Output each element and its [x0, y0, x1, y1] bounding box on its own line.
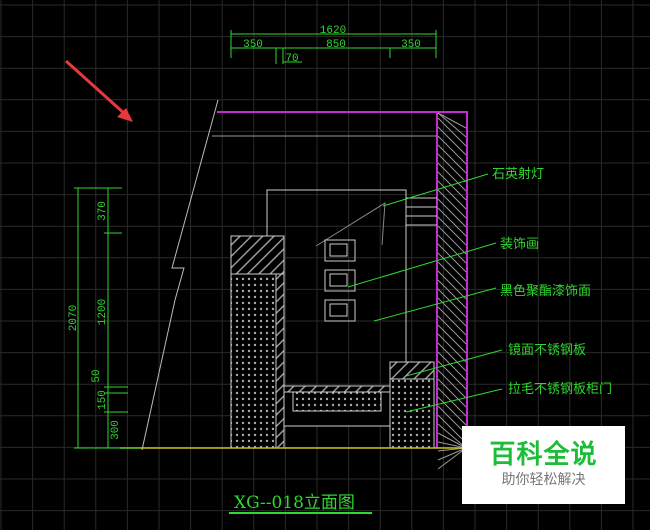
hatch-line [437, 447, 467, 470]
hatch-line [437, 243, 467, 273]
hatch-line [437, 333, 467, 363]
dim-850: 850 [326, 39, 346, 51]
hatch-line [437, 351, 467, 381]
hatch-line [437, 396, 467, 426]
dim-1620: 1620 [320, 25, 346, 37]
dim-350-left: 350 [243, 39, 263, 51]
hatch-line [437, 324, 467, 354]
hatch-line [437, 117, 467, 147]
hatch-line [437, 270, 467, 300]
hatch-line [437, 279, 467, 309]
left-cabinet [230, 235, 285, 449]
dim-50: 50 [91, 369, 103, 382]
hatch-line [437, 216, 467, 246]
hatch-line [437, 112, 467, 138]
hatch-line [437, 441, 467, 449]
hatch-line [437, 171, 467, 201]
hatch-line [437, 225, 467, 255]
hatch-line [437, 423, 467, 449]
hatch-line [437, 207, 467, 237]
label-brushed-steel-door: 拉毛不锈钢板柜门 [508, 382, 612, 397]
decorative-frame [324, 239, 356, 322]
hatch-line [437, 315, 467, 345]
label-black-polyester-finish: 黑色聚酯漆饰面 [500, 283, 591, 299]
hatch-line [437, 198, 467, 228]
break-line [141, 99, 219, 451]
label-decorative-painting: 装饰画 [500, 237, 539, 252]
side-dimensions [74, 187, 140, 449]
dim-150: 150 [97, 390, 109, 410]
hatch-line [437, 342, 467, 372]
hatch-line [437, 180, 467, 210]
label-mirror-steel: 镜面不锈钢板 [508, 343, 586, 358]
hatch-line [437, 369, 467, 399]
dim-350-right: 350 [401, 39, 421, 51]
hatch-line [437, 288, 467, 318]
hatch-line [437, 360, 467, 390]
hatch-line [437, 378, 467, 408]
bench [283, 385, 391, 427]
hatch-line [437, 306, 467, 336]
hatch-line [437, 447, 467, 461]
hatch-line [437, 144, 467, 174]
top-dimensions [230, 30, 437, 64]
right-cabinet [389, 361, 435, 449]
watermark-slogan: 助你轻松解决 [501, 472, 586, 488]
hatch-line [437, 126, 467, 156]
hatch-line [437, 405, 467, 435]
hatch-line [437, 234, 467, 264]
dim-2070: 2070 [68, 305, 80, 331]
dim-70: 70 [285, 53, 298, 65]
red-arrow-icon [64, 59, 133, 122]
dim-1200: 1200 [97, 299, 109, 325]
dim-370: 370 [97, 201, 109, 221]
label-quartz-spotlight: 石英射灯 [492, 166, 544, 182]
hatch-line [437, 261, 467, 291]
dim-300: 300 [110, 420, 122, 440]
watermark-brand: 百科全说 [489, 440, 598, 470]
hatch-line [437, 112, 467, 129]
hatch-line [437, 135, 467, 165]
hatch-line [437, 414, 467, 444]
hatch-line [437, 387, 467, 417]
leader-lines [347, 173, 503, 413]
hatch-line [437, 162, 467, 192]
hatch-line [437, 153, 467, 183]
niche [266, 189, 437, 362]
watermark: 百科全说 助你轻松解决 [462, 426, 625, 504]
drawing-title: XG--018立面图 [234, 493, 355, 513]
hatch-line [437, 432, 467, 449]
hatch-line [437, 189, 467, 219]
hatch-line [437, 252, 467, 282]
